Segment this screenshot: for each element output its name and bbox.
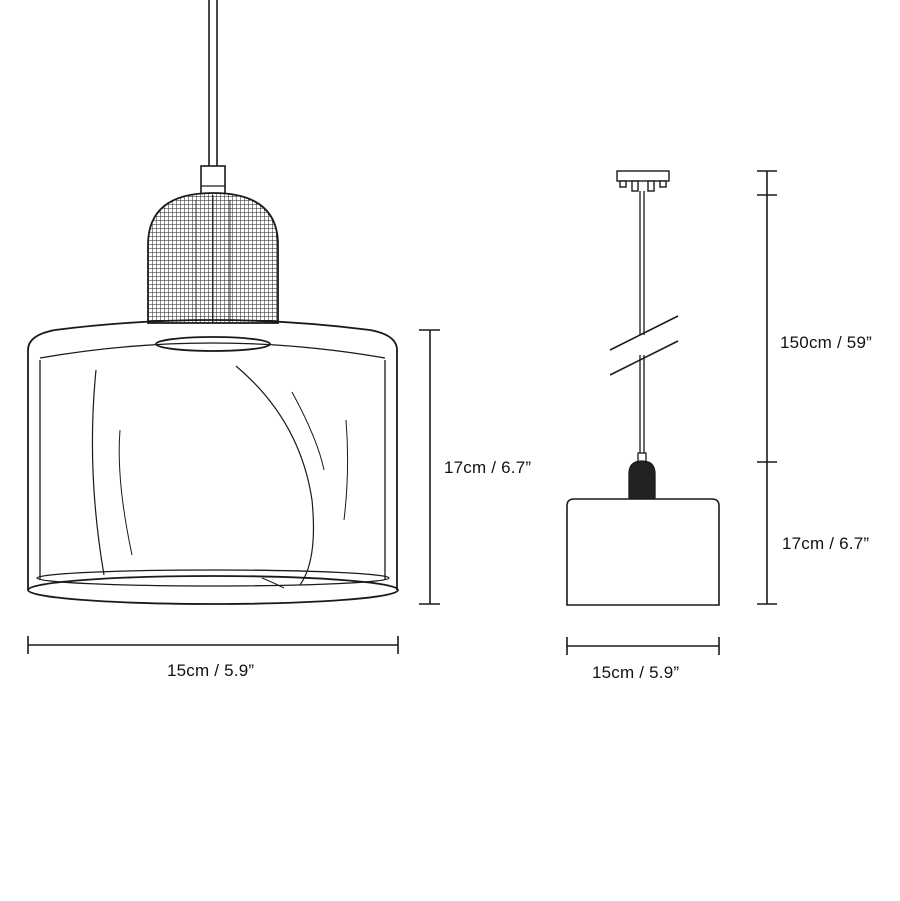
right-width-dimension	[566, 637, 720, 655]
right-cord-length-label: 150cm / 59”	[780, 333, 872, 352]
left-width-dimension	[27, 636, 399, 654]
right-height-label: 17cm / 6.7”	[782, 534, 870, 553]
simplified-pendant-view	[566, 170, 777, 655]
right-width-label: 15cm / 5.9”	[592, 663, 680, 682]
ceiling-canopy	[616, 170, 670, 192]
left-height-label: 17cm / 6.7”	[444, 458, 532, 477]
simplified-shade	[566, 498, 720, 606]
cord-break-mark	[609, 315, 679, 376]
power-cord	[208, 0, 218, 166]
detailed-pendant-view	[27, 0, 440, 654]
hanging-cord	[639, 191, 645, 453]
glass-shade	[27, 319, 399, 605]
right-height-dimension	[757, 462, 777, 605]
left-height-dimension	[419, 329, 440, 605]
left-width-label: 15cm / 5.9”	[167, 661, 255, 680]
cord-collar	[200, 165, 226, 195]
right-cord-dimension	[757, 170, 777, 463]
socket-cap-dark	[628, 460, 656, 500]
